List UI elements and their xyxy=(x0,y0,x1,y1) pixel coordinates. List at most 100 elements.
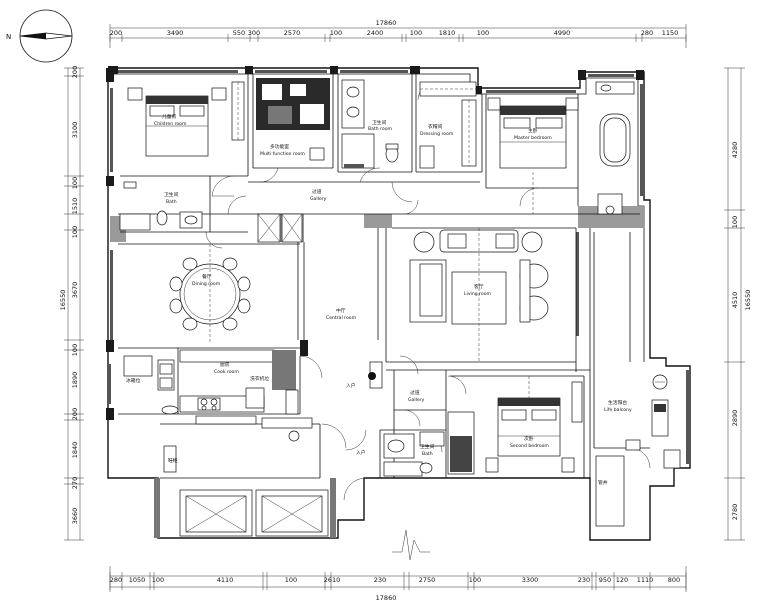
label-bath-left-en: Bath xyxy=(166,199,177,205)
label-gallery-mid-en: Gallery xyxy=(408,397,425,403)
elevator-shafts xyxy=(154,478,336,538)
bottom-dim-11: 230 xyxy=(578,576,590,584)
label-wash-cn: 洗衣机位 xyxy=(250,375,269,382)
label-gallery-top-cn: 过道 xyxy=(312,188,322,195)
label-central-en: Central room xyxy=(326,315,357,321)
room-labels: 儿童房 Children room 多功能室 Multi function ro… xyxy=(126,113,632,486)
right-total-dim: 16550 xyxy=(744,290,752,311)
left-dim-3: 100 xyxy=(71,177,79,189)
bottom-dim-3: 100 xyxy=(152,576,164,584)
left-dim-1: 200 xyxy=(71,66,79,78)
bottom-dim-2: 1050 xyxy=(129,576,146,584)
label-children-cn: 儿童房 xyxy=(162,113,177,120)
bath-top-fixtures xyxy=(341,79,399,169)
top-total-dim: 17860 xyxy=(376,19,397,27)
label-shoe-tag: 鞋柜 xyxy=(168,457,178,464)
label-life-en: Life balcony xyxy=(604,407,632,413)
left-dim-2: 3100 xyxy=(71,122,79,139)
label-second-en: Second bedroom xyxy=(510,443,549,449)
corridor-fixtures xyxy=(163,361,383,473)
right-dim-4: 2890 xyxy=(731,410,739,427)
left-dim-4: 1510 xyxy=(71,198,79,215)
multi-function-furniture xyxy=(256,78,330,161)
left-dim-12: 3660 xyxy=(71,508,79,525)
living-room-sofa-set xyxy=(409,228,549,362)
label-bath-left-cn: 卫生间 xyxy=(164,191,179,198)
bottom-dim-8: 2750 xyxy=(419,576,436,584)
bottom-dim-15: 800 xyxy=(668,576,680,584)
top-dim-7: 2400 xyxy=(367,29,384,37)
top-dim-9: 1810 xyxy=(439,29,456,37)
left-total-dim: 16550 xyxy=(59,290,67,311)
children-bath-fixtures xyxy=(119,181,203,231)
top-dim-2: 3490 xyxy=(167,29,184,37)
right-dim-1: 4280 xyxy=(731,142,739,159)
dressing-wardrobes xyxy=(419,81,477,169)
label-dining-cn: 餐厅 xyxy=(202,273,212,280)
label-living-en: Living room xyxy=(464,291,492,297)
label-cook-cn: 厨房 xyxy=(220,361,230,368)
right-dimension-chain: 16550 4280 100 4510 2890 2780 xyxy=(724,67,752,541)
break-line xyxy=(392,529,430,561)
windows xyxy=(108,70,689,464)
top-dim-4: 300 xyxy=(248,29,260,37)
label-living-cn: 客厅 xyxy=(474,283,484,290)
top-dim-10: 100 xyxy=(477,29,489,37)
bottom-dim-7: 230 xyxy=(374,576,386,584)
left-dim-6: 3670 xyxy=(71,282,79,299)
label-fridge-cn: 冰箱位 xyxy=(126,377,141,384)
label-entry-tag: 入户 xyxy=(346,382,356,389)
label-gallery-mid-cn: 过道 xyxy=(410,389,420,396)
right-dim-3: 4510 xyxy=(731,292,739,309)
left-dim-5: 100 xyxy=(71,226,79,238)
bottom-total-dim: 17860 xyxy=(376,594,397,602)
label-gallery-top-en: Gallery xyxy=(310,196,327,202)
bottom-dim-1: 280 xyxy=(110,576,122,584)
master-bathtub xyxy=(595,81,635,215)
left-dim-11: 270 xyxy=(71,477,79,489)
north-arrow: N xyxy=(6,9,73,63)
label-dressing-en: Dressing room xyxy=(420,131,454,137)
north-label: N xyxy=(6,33,11,41)
left-dim-8: 1890 xyxy=(71,372,79,389)
right-dim-5: 2780 xyxy=(731,504,739,521)
label-second-cn: 次卧 xyxy=(524,435,534,442)
top-dim-ticks xyxy=(109,34,687,42)
label-master-en: Master bedroom xyxy=(514,135,552,141)
top-dim-6: 100 xyxy=(330,29,342,37)
label-dressing-cn: 衣帽间 xyxy=(428,123,443,130)
master-bed xyxy=(487,97,579,214)
bottom-dim-13: 120 xyxy=(616,576,628,584)
top-dim-12: 280 xyxy=(641,29,653,37)
label-children-en: Children room xyxy=(154,121,187,127)
label-bath-top-cn: 卫生间 xyxy=(372,119,387,126)
top-dim-11: 4990 xyxy=(554,29,571,37)
label-master-cn: 主卧 xyxy=(528,127,538,134)
top-dimension-chain: 17860 200 3490 550 300 2570 100 2400 100… xyxy=(109,19,687,48)
label-dining-en: Dining room xyxy=(192,281,221,287)
bottom-dim-12: 950 xyxy=(599,576,611,584)
left-dim-ticks xyxy=(64,67,84,541)
left-dim-9: 200 xyxy=(71,408,79,420)
north-needle-dark xyxy=(20,33,46,39)
label-bath-top-en: Bath room xyxy=(368,126,393,132)
top-dim-13: 1150 xyxy=(662,29,679,37)
second-bed xyxy=(485,376,583,473)
top-dim-5: 2570 xyxy=(284,29,301,37)
right-dim-ticks xyxy=(724,67,745,541)
bottom-dimension-chain: 17860 280 1050 100 4110 100 2610 230 275… xyxy=(109,566,687,602)
kitchen-counters xyxy=(123,349,299,415)
dining-table xyxy=(169,244,251,344)
label-bath-mid-cn: 卫生间 xyxy=(420,443,435,450)
label-multi-cn: 多功能室 xyxy=(270,143,289,150)
label-life-cn: 生活阳台 xyxy=(608,399,627,406)
left-dim-7: 100 xyxy=(71,344,79,356)
interior-walls xyxy=(118,74,650,540)
top-dim-3: 550 xyxy=(233,29,245,37)
bath-mid-fixtures xyxy=(383,411,475,477)
bottom-dim-ticks xyxy=(109,572,687,590)
label-cook-en: Cook room xyxy=(214,369,239,375)
bottom-dim-10: 3300 xyxy=(522,576,539,584)
right-dim-2: 100 xyxy=(731,216,739,228)
